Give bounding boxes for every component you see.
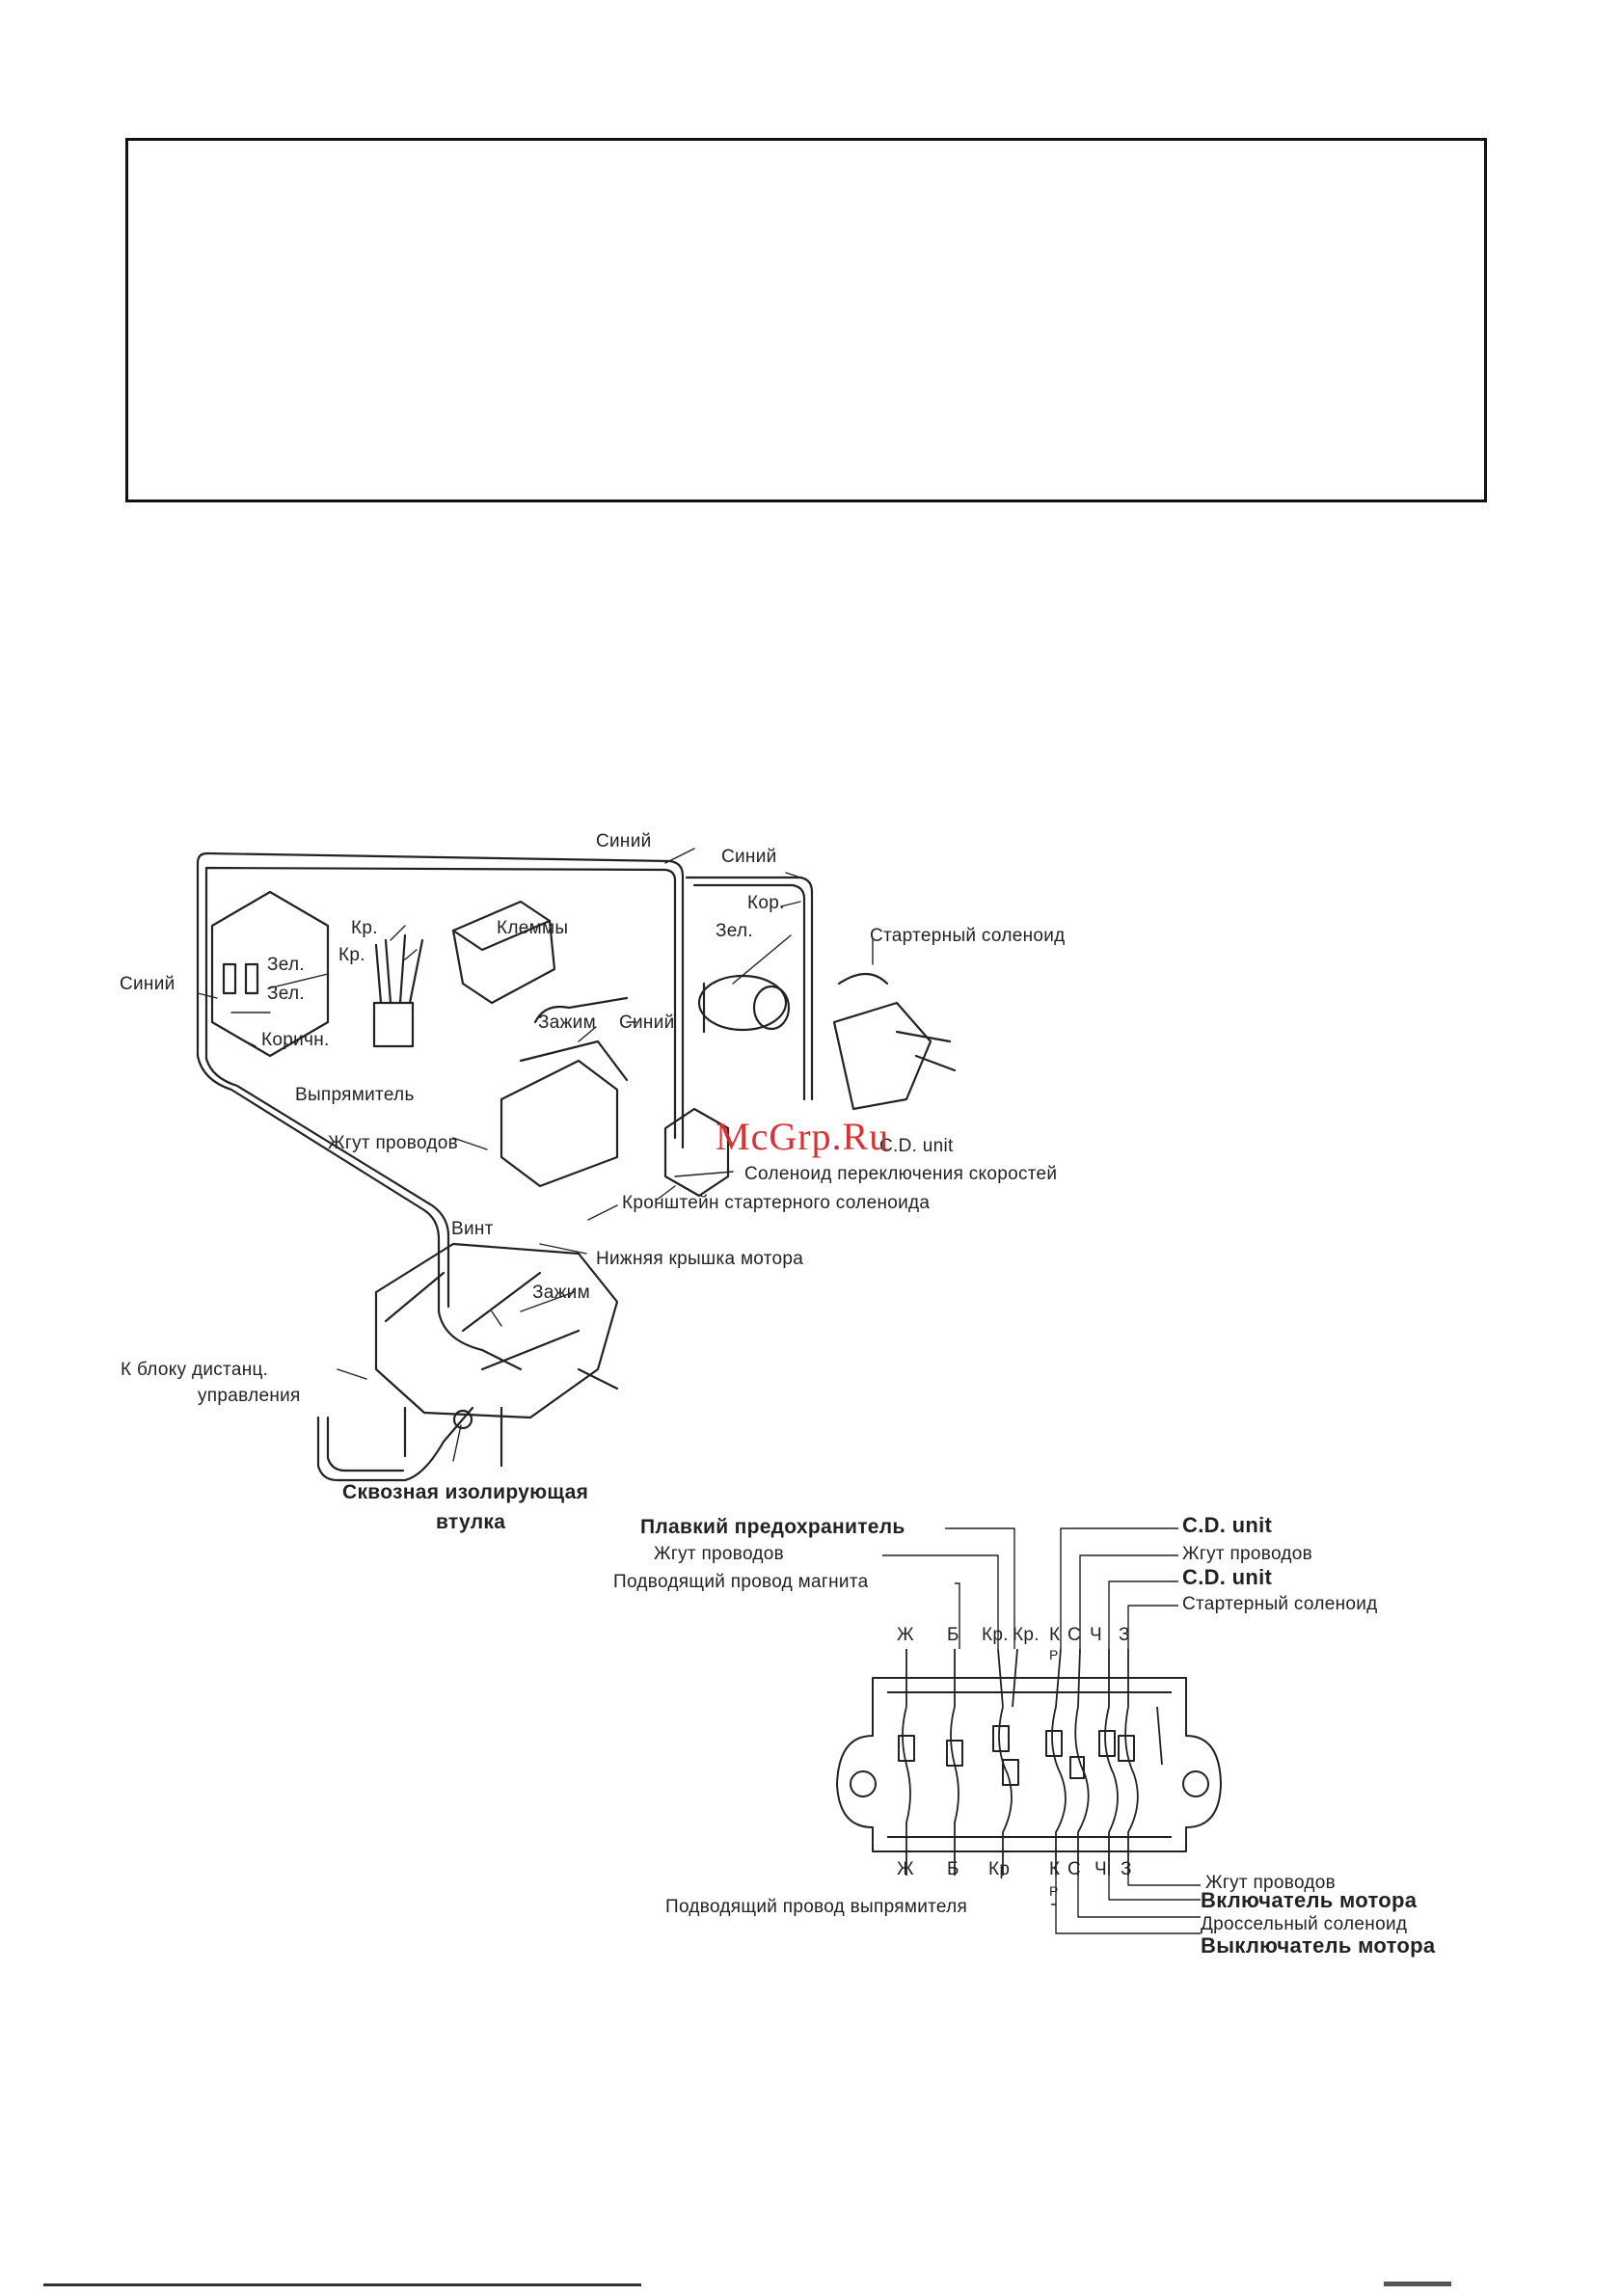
terminal-top-7: З — [1119, 1625, 1130, 1645]
terminal-bottom-4: С — [1067, 1859, 1082, 1879]
label-grommet-2: втулка — [436, 1511, 506, 1533]
terminal-bottom-sub: Р — [1049, 1883, 1059, 1899]
leader-lines — [197, 848, 874, 1462]
label-remote-1: К блоку дистанц. — [121, 1360, 269, 1380]
label-harness: Жгут проводов — [328, 1133, 459, 1153]
lower-motor-cover — [374, 1242, 619, 1419]
label-clamp-2: Зажим — [532, 1283, 590, 1303]
harness-right-line-2 — [692, 883, 806, 1101]
label-throttle-solenoid: Дроссельный соленоид — [1201, 1914, 1408, 1934]
terminal-wires — [902, 1648, 1163, 1876]
speed-solenoid — [663, 1107, 730, 1198]
terminal-top-4: К — [1049, 1625, 1061, 1645]
label-motor-switch-on: Включатель мотора — [1201, 1888, 1418, 1912]
label-screw: Винт — [451, 1219, 494, 1239]
label-rectifier: Выпрямитель — [295, 1085, 415, 1105]
label-speed-solenoid: Соленоид переключения скоростей — [744, 1164, 1058, 1184]
terminal-top-sub: Р — [1049, 1647, 1059, 1662]
label-clamp-1: Зажим — [538, 1013, 596, 1033]
label-starter-solenoid: Стартерный соленоид — [870, 926, 1066, 946]
terminal-top-6: Ч — [1090, 1625, 1102, 1645]
terminal-top-1: Б — [947, 1625, 959, 1645]
terminal-bottom-0: Ж — [897, 1859, 914, 1879]
mount-hole-left — [850, 1770, 877, 1797]
label-starter-solenoid-b: Стартерный соленоид — [1182, 1594, 1378, 1614]
terminal-strip-outline — [836, 1677, 1222, 1852]
label-brown: Кор. — [747, 893, 785, 913]
leader-lines-bottom — [882, 1527, 1201, 1934]
label-red-2: Кр. — [338, 945, 365, 965]
terminal-top-0: Ж — [897, 1625, 914, 1645]
label-cd-unit-b1: C.D. unit — [1182, 1513, 1273, 1537]
label-red-1: Кр. — [351, 918, 378, 938]
footer-rule-right — [1384, 2282, 1451, 2286]
harness-left-run-2 — [204, 1057, 450, 1309]
harness-left-run — [196, 1054, 523, 1371]
harness-top-line-2 — [204, 866, 677, 1140]
label-green-1: Зел. — [267, 955, 305, 975]
mount-hole-right — [1182, 1770, 1209, 1797]
terminal-top-5: С — [1067, 1625, 1082, 1645]
label-rectifier-lead: Подводящий провод выпрямителя — [665, 1897, 968, 1917]
watermark-text: McGrp.Ru — [716, 1115, 890, 1158]
remote-cable — [316, 1406, 474, 1482]
harness-top-line — [196, 851, 685, 1149]
terminal-bottom-3: К — [1049, 1859, 1061, 1879]
terminal-top-2: Кр. — [982, 1625, 1009, 1645]
terminal-top-3: Кр. — [1013, 1625, 1040, 1645]
label-solenoid-bracket: Кронштейн стартерного соленоида — [622, 1193, 931, 1213]
label-lower-cover: Нижняя крышка мотора — [596, 1249, 804, 1269]
left-module — [210, 890, 330, 1058]
label-magneto-lead: Подводящий провод магнита — [613, 1572, 869, 1592]
label-fuse: Плавкий предохранитель — [640, 1516, 905, 1538]
label-blue-mid: Синий — [619, 1013, 675, 1033]
starter-solenoid-body — [697, 974, 788, 1032]
terminal-bottom-2: Кр — [988, 1859, 1011, 1879]
label-harness-b2: Жгут проводов — [1182, 1544, 1313, 1564]
label-blue-2: Синий — [721, 847, 777, 867]
solenoid-bracket — [500, 1059, 619, 1188]
label-brown-full: Коричн. — [261, 1030, 330, 1050]
cd-unit-body — [832, 1001, 932, 1111]
footer-rule — [43, 2283, 641, 2286]
label-green-3: Зел. — [716, 921, 753, 941]
terminal-bottom-5: Ч — [1094, 1859, 1107, 1879]
label-motor-switch-off: Выключатель мотора — [1201, 1933, 1436, 1958]
label-green-2: Зел. — [267, 984, 305, 1004]
label-harness-b1: Жгут проводов — [654, 1544, 785, 1564]
label-remote-2: управления — [198, 1386, 301, 1406]
grommet — [452, 1409, 473, 1430]
label-cd-unit: C.D. unit — [879, 1136, 954, 1156]
label-blue-1: Синий — [596, 831, 652, 851]
label-blue-left: Синий — [120, 974, 176, 994]
terminal-bottom-6: З — [1121, 1859, 1132, 1879]
remote-cable-2 — [326, 1416, 405, 1472]
rectifier-body — [372, 1001, 415, 1048]
label-terminals: Клеммы — [497, 918, 569, 938]
label-grommet-1: Сквозная изолирующая — [342, 1481, 589, 1503]
note-frame — [125, 138, 1487, 502]
label-cd-unit-b2: C.D. unit — [1182, 1565, 1273, 1589]
terminal-bottom-1: Б — [947, 1859, 959, 1879]
label-harness-b3: Жгут проводов — [1205, 1873, 1337, 1893]
